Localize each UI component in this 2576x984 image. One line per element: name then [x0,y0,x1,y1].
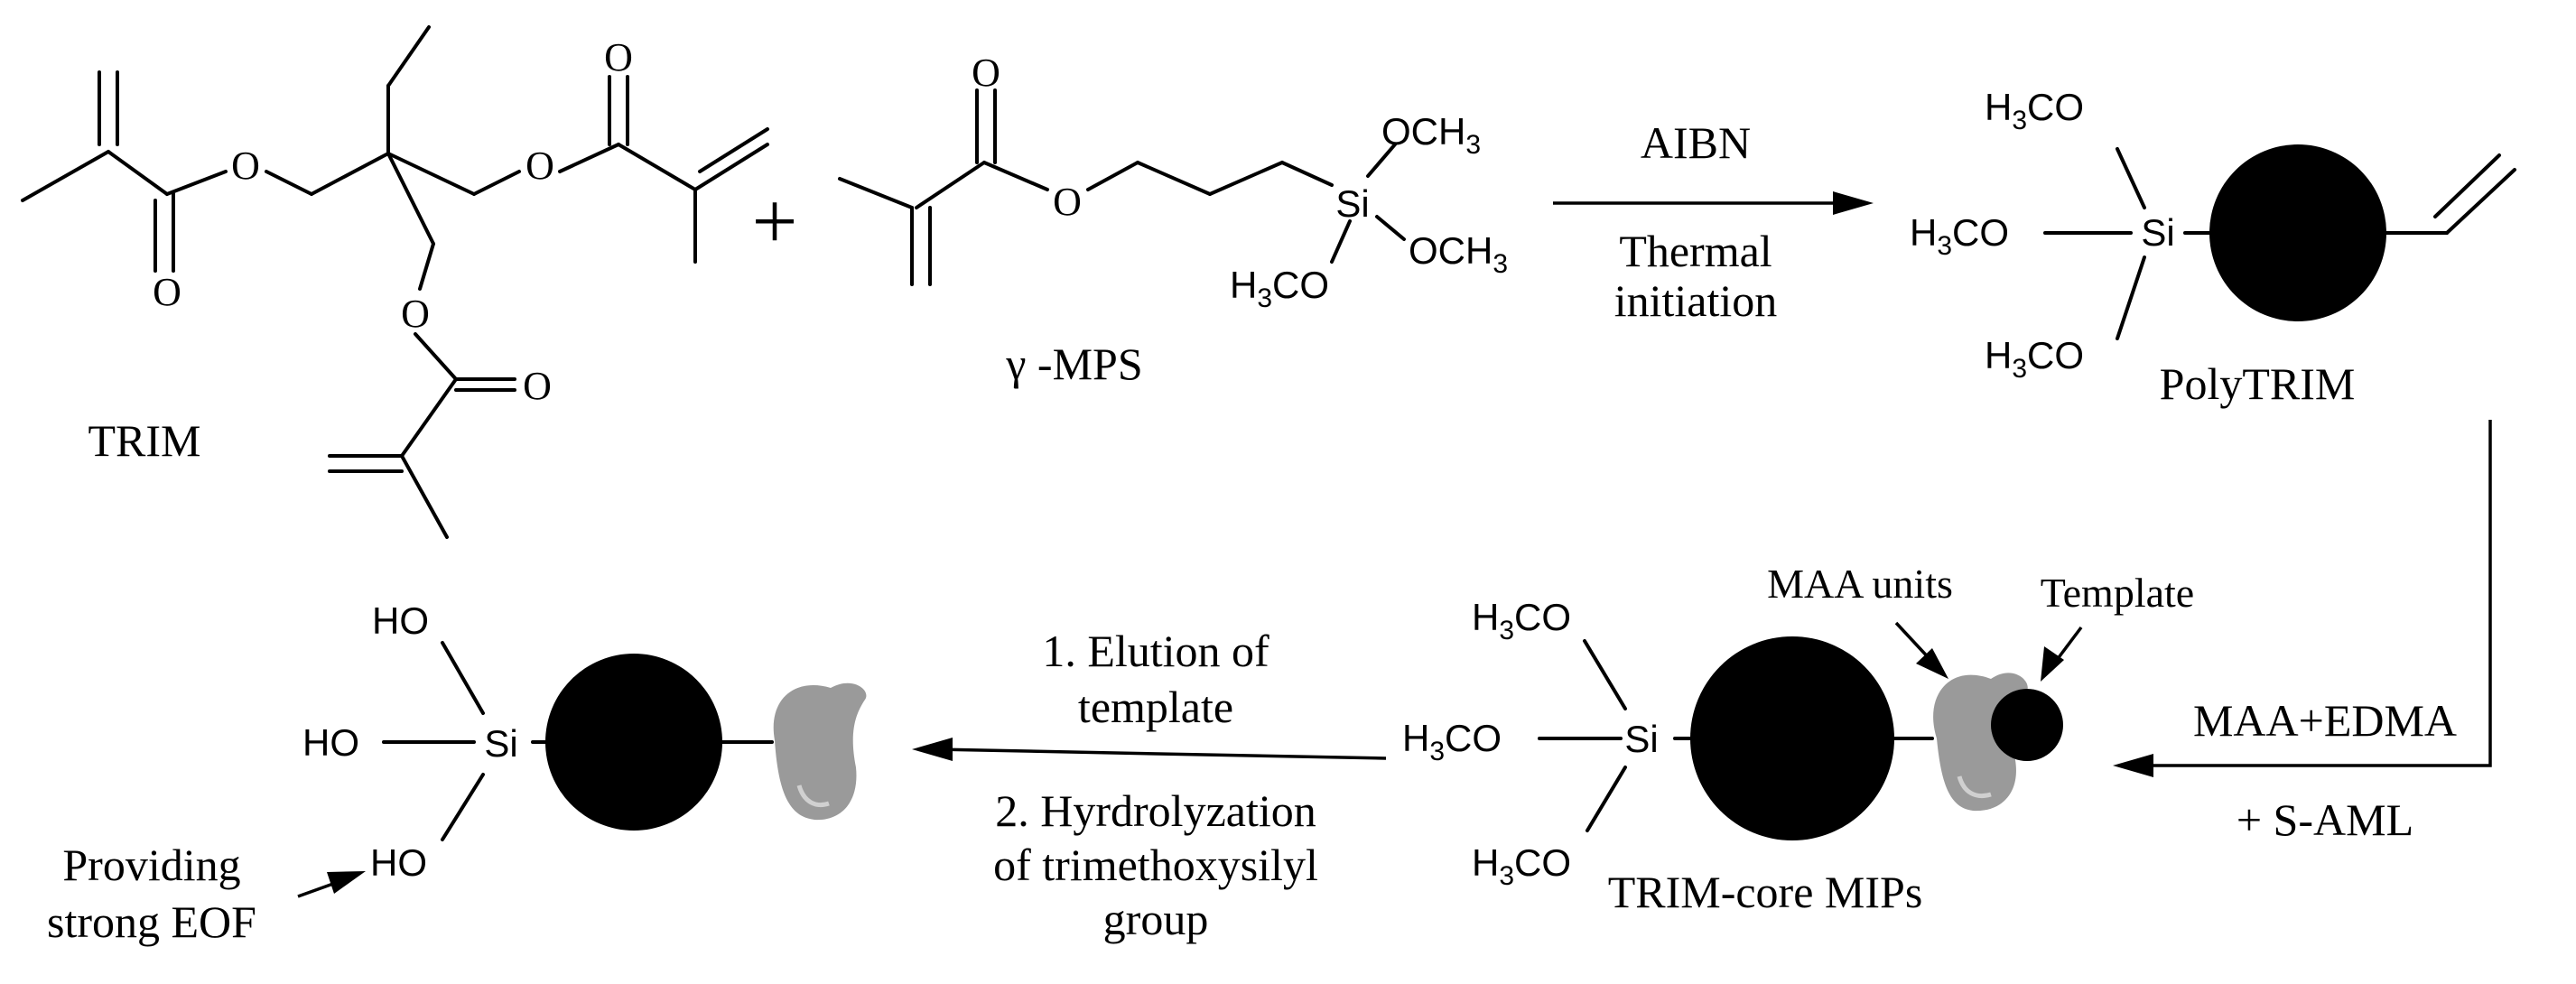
h3co-label: H3CO [1985,86,2084,135]
step2-label-line3: group [1103,894,1209,944]
strong-eof-label: strong EOF [47,896,256,947]
ho-label: HO [370,841,427,884]
arrow-elution [912,738,1387,761]
atom-o: O [972,51,1000,95]
maa-units-label: MAA units [1767,561,1953,607]
step2-label-line2: of trimethoxysilyl [993,840,1318,890]
trim-structure: O O O O O O [21,25,769,539]
och3-label: OCH3 [1409,229,1508,279]
step2-label: 2. Hyrdrolyzation [995,785,1316,836]
polytrim-structure [2043,144,2516,340]
h3co-label: H3CO [1402,717,1502,766]
providing-label: Providing [62,840,240,890]
atom-si: Si [2141,211,2174,254]
atom-o: O [604,35,633,79]
template-molecule [1991,689,2063,761]
polymer-core-sphere [1690,636,1894,840]
trim-core-mip-structure [1538,621,2083,840]
s-aml-label: + S-AML [2237,794,2413,845]
imprinted-cavity-blob [773,682,867,821]
h3co-label: H3CO [1230,264,1329,313]
polymer-core-sphere [2209,144,2386,321]
atom-o: O [1053,180,1082,224]
atom-o: O [401,292,430,336]
mps-structure: O O [838,51,1406,286]
ho-label: HO [372,599,429,642]
trim-label: TRIM [88,415,201,466]
template-label: Template [2041,570,2194,616]
aibn-label: AIBN [1641,117,1751,168]
initiation-label: initiation [1614,275,1778,326]
atom-o: O [153,270,181,314]
arrow-grafting [2113,420,2492,777]
atom-si: Si [1624,718,1658,760]
atom-si: Si [1335,182,1369,225]
ho-label: HO [302,721,359,764]
atom-o: O [525,144,554,188]
h3co-label: H3CO [1985,334,2084,384]
step1-label: 1. Elution of [1042,626,1269,676]
final-product-structure [297,641,867,898]
plus-sign: + [752,177,798,266]
och3-label: OCH3 [1381,110,1481,160]
polymer-core-sphere [545,654,722,831]
arrow-thermal [1553,191,1874,215]
atom-o: O [231,144,260,188]
mps-label: γ -MPS [1005,339,1142,389]
step1-label-line2: template [1078,682,1233,732]
trim-core-label: TRIM-core MIPs [1608,867,1923,917]
h3co-label: H3CO [1472,841,1571,891]
maa-edma-label: MAA+EDMA [2193,695,2457,746]
atom-o: O [523,364,552,408]
h3co-label: H3CO [1910,211,2009,261]
atom-si: Si [484,722,517,765]
thermal-label: Thermal [1619,226,1772,276]
polytrim-label: PolyTRIM [2160,358,2356,409]
h3co-label: H3CO [1472,596,1571,645]
